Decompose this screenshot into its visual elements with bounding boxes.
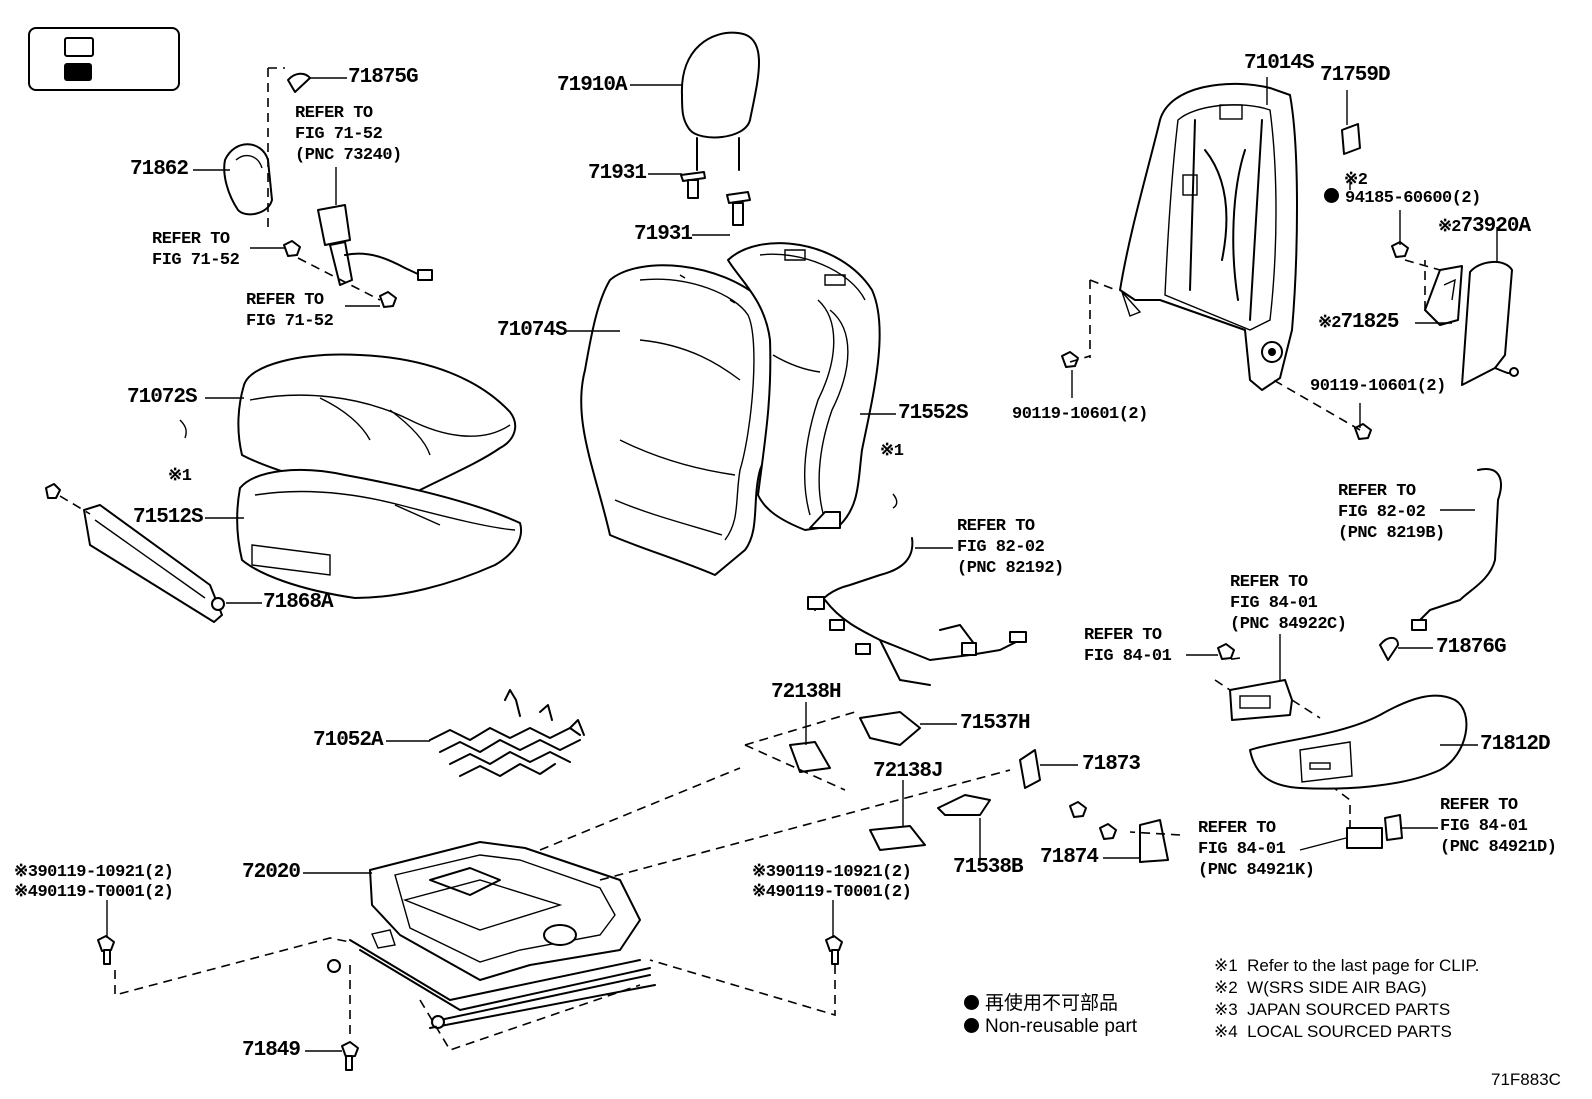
legend-en: Non-reusable part: [964, 1015, 1137, 1039]
non-reusable-dot-icon: [964, 995, 979, 1010]
bolt-94185-60600[interactable]: 94185-60600(2): [1324, 188, 1481, 209]
seatback-cover-drawing: [580, 264, 781, 576]
part-71538B[interactable]: 71538B: [953, 856, 1024, 879]
belt-buckle-drawing: [223, 67, 433, 308]
spring-mat-drawing: [429, 689, 585, 777]
mark-1-clip-right: ※1: [880, 442, 904, 461]
part-71512S[interactable]: 71512S: [133, 506, 204, 529]
bolt-90119-10921-left[interactable]: ※390119-10921(2): [14, 863, 174, 882]
part-71931-upper[interactable]: 71931: [588, 162, 647, 185]
bolt-90119-T0001-mid[interactable]: ※490119-T0001(2): [752, 883, 912, 902]
side-cover-right-drawing: [1249, 468, 1502, 849]
cushion-pad-drawing: [236, 468, 523, 599]
non-reusable-dot-icon: [964, 1018, 979, 1033]
key-black-swatch: [64, 63, 92, 81]
refer-fig-71-52-b[interactable]: REFER TO FIG 71-52: [246, 291, 334, 331]
part-71868A[interactable]: 71868A: [263, 591, 334, 614]
bolt-90119-T0001-left[interactable]: ※490119-T0001(2): [14, 883, 174, 902]
part-71876G[interactable]: 71876G: [1436, 636, 1507, 659]
wire-harness-drawing: [807, 537, 1027, 686]
figure-code: 71F883C: [1491, 1070, 1561, 1089]
part-71875G[interactable]: 71875G: [348, 66, 419, 89]
mark-2-94185: ※2: [1344, 171, 1368, 190]
cushion-cover-drawing: [237, 353, 517, 503]
mark-1-clip-left: ※1: [168, 467, 192, 486]
key-white-swatch: [64, 37, 94, 57]
cushion-shield-drawing: [45, 483, 225, 623]
part-71014S[interactable]: 71014S: [1244, 52, 1315, 75]
part-71759D[interactable]: 71759D: [1320, 64, 1391, 87]
part-71812D[interactable]: 71812D: [1480, 733, 1551, 756]
legend-jp: 再使用不可部品: [964, 992, 1118, 1016]
refer-fig-84-01-b[interactable]: REFER TO FIG 84-01: [1084, 626, 1172, 666]
view-key-box: [28, 27, 180, 91]
note-4: ※4 LOCAL SOURCED PARTS: [1214, 1022, 1452, 1041]
part-72138H[interactable]: 72138H: [771, 681, 842, 704]
part-71862[interactable]: 71862: [130, 158, 189, 181]
part-71052A[interactable]: 71052A: [313, 729, 384, 752]
note-3: ※3 JAPAN SOURCED PARTS: [1214, 1000, 1451, 1019]
refer-fig-82-02-pnc-82192[interactable]: REFER TO FIG 82-02 (PNC 82192): [957, 517, 1064, 578]
part-71849[interactable]: 71849: [242, 1039, 301, 1062]
seatback-pad-drawing: [727, 242, 881, 531]
note-2: ※2 W(SRS SIDE AIR BAG): [1214, 978, 1427, 997]
note-1: ※1 Refer to the last page for CLIP.: [1214, 956, 1480, 975]
refer-fig-71-52-pnc-73240[interactable]: REFER TO FIG 71-52 (PNC 73240): [295, 104, 402, 165]
part-71074S[interactable]: 71074S: [497, 319, 568, 342]
bolt-90119-10601-right[interactable]: 90119-10601(2): [1310, 377, 1446, 396]
refer-fig-82-02-pnc-8219B[interactable]: REFER TO FIG 82-02 (PNC 8219B): [1338, 482, 1445, 543]
small-parts-drawing: [97, 657, 1351, 1071]
refer-fig-84-01-pnc-84921K[interactable]: REFER TO FIG 84-01 (PNC 84921K): [1198, 819, 1315, 880]
power-switch-drawing: [1214, 643, 1321, 721]
part-71825[interactable]: ※271825: [1318, 311, 1399, 334]
refer-fig-84-01-pnc-84921D[interactable]: REFER TO FIG 84-01 (PNC 84921D): [1440, 796, 1557, 857]
part-71552S[interactable]: 71552S: [898, 402, 969, 425]
part-71537H[interactable]: 71537H: [960, 712, 1031, 735]
bolt-90119-10601-left[interactable]: 90119-10601(2): [1012, 405, 1148, 424]
part-71931-lower[interactable]: 71931: [634, 223, 693, 246]
part-73920A[interactable]: ※273920A: [1438, 215, 1531, 238]
part-71874[interactable]: 71874: [1040, 846, 1099, 869]
seatback-frame-drawing: [1061, 82, 1409, 440]
part-71873[interactable]: 71873: [1082, 753, 1141, 776]
part-72138J[interactable]: 72138J: [873, 760, 944, 783]
bolt-90119-10921-mid[interactable]: ※390119-10921(2): [752, 863, 912, 882]
part-71910A[interactable]: 71910A: [557, 74, 628, 97]
leader-lines: [106, 77, 1498, 1052]
part-71072S[interactable]: 71072S: [127, 386, 198, 409]
seat-adjuster-drawing: [327, 841, 656, 1029]
non-reusable-dot-icon: [1324, 188, 1339, 203]
refer-fig-84-01-pnc-84922C[interactable]: REFER TO FIG 84-01 (PNC 84922C): [1230, 573, 1347, 634]
part-72020[interactable]: 72020: [242, 861, 301, 884]
refer-fig-71-52-a[interactable]: REFER TO FIG 71-52: [152, 230, 240, 270]
headrest-drawing: [680, 31, 760, 226]
